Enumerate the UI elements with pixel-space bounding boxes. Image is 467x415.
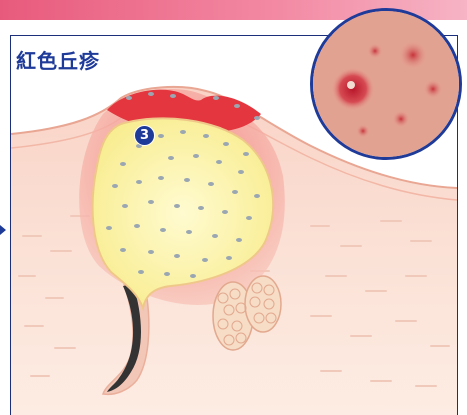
page-title: 紅色丘疹	[16, 45, 100, 74]
triangle-arrow-icon	[0, 225, 6, 235]
numbered-marker-icon: 3	[134, 125, 155, 146]
skin-closeup-photo	[310, 8, 462, 160]
